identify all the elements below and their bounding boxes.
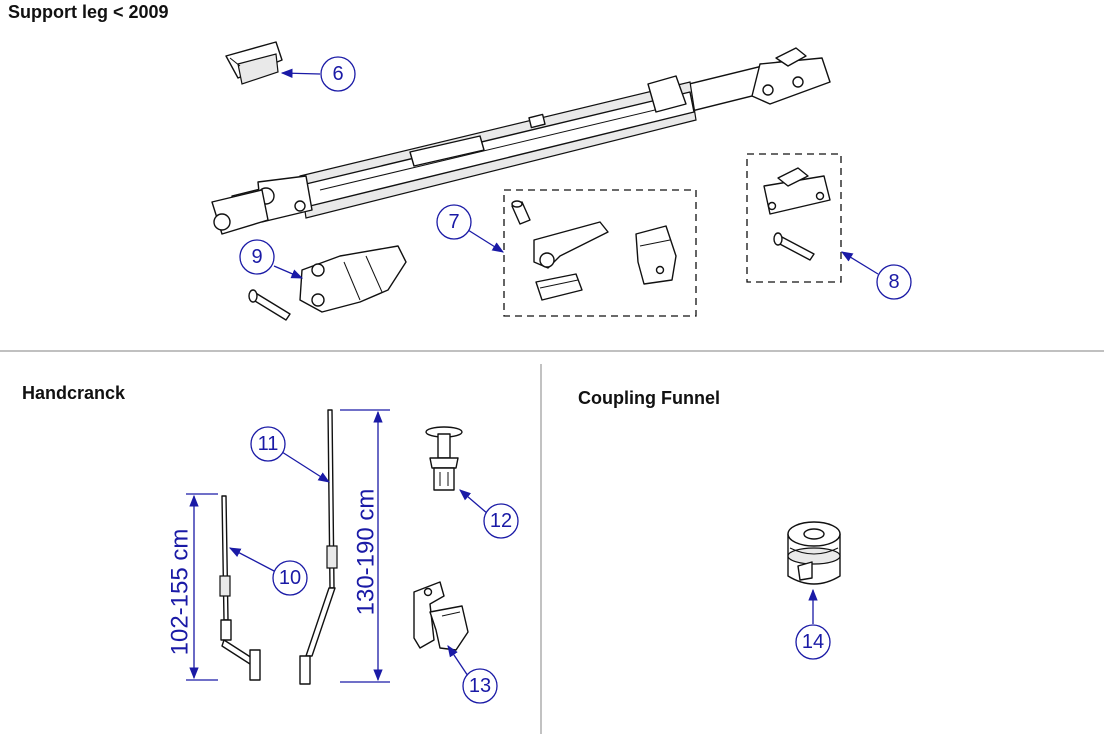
part-13-clip-holder: [413, 581, 469, 651]
callout-7: 7: [436, 204, 472, 240]
dimension-long-crank: 130-190 cm: [340, 409, 390, 683]
dimension-short-crank-label: 102-155 cm: [167, 529, 194, 656]
leader-8: [841, 251, 879, 275]
leader-12: [459, 489, 489, 515]
part-10-short-crank: [219, 495, 261, 681]
part-9-lower-fitting: [248, 245, 407, 321]
callout-11: 11: [250, 426, 286, 462]
part-7-group-box: [503, 189, 697, 317]
callout-7-label: 7: [448, 211, 459, 233]
callout-9: 9: [239, 239, 275, 275]
leader-6: [280, 68, 321, 78]
leader-9: [273, 265, 304, 279]
part-11-long-crank: [299, 409, 338, 685]
part-14-coupling-funnel: [787, 521, 841, 585]
part-8-components: [763, 167, 831, 261]
dimension-short-crank: 102-155 cm: [167, 493, 218, 681]
section-title-support-leg: Support leg < 2009: [8, 2, 169, 22]
callout-10-label: 10: [279, 567, 301, 589]
callout-8-label: 8: [888, 271, 899, 293]
callout-9-label: 9: [251, 246, 262, 268]
callout-13-label: 13: [469, 675, 491, 697]
callout-8: 8: [876, 264, 912, 300]
leader-7: [467, 229, 504, 253]
callout-6-label: 6: [332, 63, 343, 85]
callout-10: 10: [272, 560, 308, 596]
leader-11: [281, 451, 330, 483]
section-title-handcrank: Handcranck: [22, 383, 126, 403]
leader-10: [228, 547, 277, 573]
part-6-end-cap: [225, 41, 283, 85]
section-title-coupling-funnel: Coupling Funnel: [578, 388, 720, 408]
part-8-group-box: [746, 153, 842, 283]
support-leg-assembly: [211, 47, 831, 235]
callout-14-label: 14: [802, 631, 824, 653]
dimension-long-crank-label: 130-190 cm: [353, 489, 380, 616]
callout-12: 12: [483, 503, 519, 539]
callout-13: 13: [462, 668, 498, 704]
callout-12-label: 12: [490, 510, 512, 532]
callout-11-label: 11: [258, 433, 279, 455]
leader-13: [447, 645, 469, 677]
callout-14: 14: [795, 624, 831, 660]
part-12-crank-holder: [425, 426, 463, 491]
part-7-components: [511, 200, 677, 301]
callout-6: 6: [320, 56, 356, 92]
